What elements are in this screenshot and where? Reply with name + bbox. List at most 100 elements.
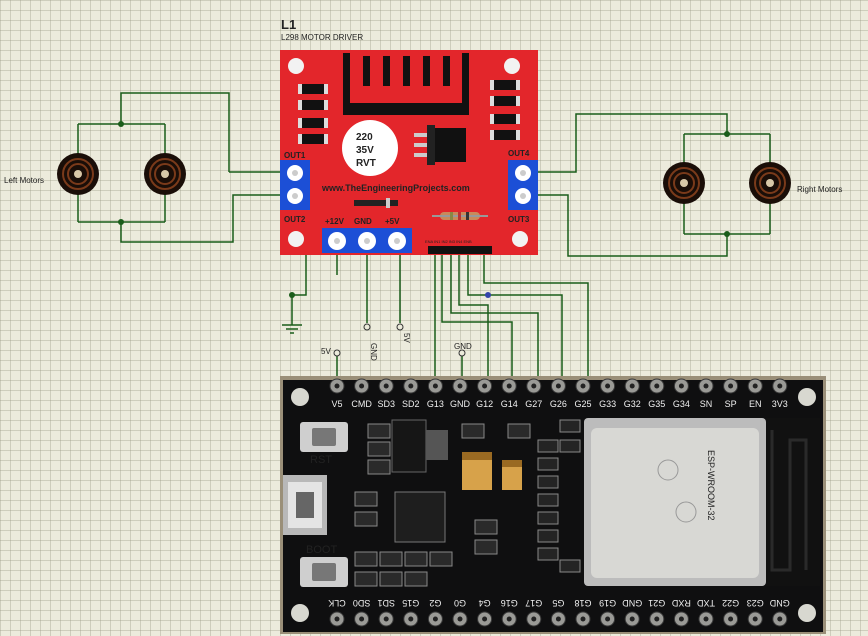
pin-label: G33 [599, 399, 616, 409]
smd-diode [354, 200, 398, 206]
pin-label: G17 [525, 598, 542, 608]
header-pin-hole [506, 383, 512, 389]
header-pin-hole [432, 383, 438, 389]
mount-hole [798, 388, 816, 406]
net-label-esp-5v: 5V [321, 347, 331, 356]
header-pin-hole [629, 616, 635, 622]
header-pin-hole [777, 616, 783, 622]
rst-label: RST [310, 454, 332, 466]
header-pin-hole [605, 383, 611, 389]
pin-label: GND [450, 399, 471, 409]
wire-enb [483, 253, 589, 383]
header-pin-hole [432, 616, 438, 622]
pin-label: RXD [671, 598, 691, 608]
out1-label: OUT1 [284, 151, 306, 160]
cap-line-2: 35V [356, 145, 374, 156]
header-pin-hole [334, 616, 340, 622]
junction-dot [118, 121, 124, 127]
wire-in2 [450, 253, 539, 383]
pin-label: G35 [648, 399, 665, 409]
pin-label: 3V3 [772, 399, 788, 409]
header-pin-hole [752, 616, 758, 622]
pin-label: G26 [550, 399, 567, 409]
out2-label: OUT2 [284, 215, 306, 224]
right-motor-1 [663, 162, 705, 204]
right-diodes [490, 80, 520, 140]
pin-label: GND [769, 598, 790, 608]
net-terminal-gnd [363, 323, 371, 331]
heatsink [343, 53, 469, 115]
cap-line-1: 220 [356, 132, 373, 143]
header-pin-hole [678, 383, 684, 389]
header-pin-hole [383, 616, 389, 622]
pin-label: EN [749, 399, 762, 409]
antenna-area [766, 418, 820, 586]
tantalum-cap [502, 460, 522, 490]
pin-label: G15 [402, 598, 419, 608]
header-pin-hole [629, 383, 635, 389]
wire-in1 [441, 253, 513, 383]
esp-wroom-shield [591, 428, 759, 578]
net-label-5v-vertical: 5V [402, 333, 411, 343]
ldo-tab [426, 430, 448, 460]
pin-label: G19 [599, 598, 616, 608]
header-pin-hole [555, 616, 561, 622]
header-pin-hole [555, 383, 561, 389]
wire-right-out3 [538, 194, 728, 257]
header-pin-hole [408, 616, 414, 622]
pin-label: SD0 [353, 598, 371, 608]
pin-label: G18 [574, 598, 591, 608]
mount-hole [288, 231, 304, 247]
header-pin-hole [482, 383, 488, 389]
junction-dot [118, 219, 124, 225]
driver-name: L298 MOTOR DRIVER [281, 33, 363, 42]
pcb-antenna [770, 430, 808, 572]
right-motor-2 [749, 162, 791, 204]
header-pin-hole [728, 616, 734, 622]
header-pin-hole [703, 383, 709, 389]
header-pin-hole [605, 616, 611, 622]
power-label-12v: +12V [325, 217, 345, 226]
header-pin-hole [580, 616, 586, 622]
module-text: ESP-WROOM-32 [706, 450, 716, 521]
pin-label: G13 [427, 399, 444, 409]
left-motors-label: Left Motors [4, 176, 44, 185]
control-header [428, 246, 492, 254]
pin-label: SD3 [377, 399, 395, 409]
right-motors-label: Right Motors [797, 185, 842, 194]
driver-ref: L1 [281, 17, 296, 32]
rst-button[interactable] [300, 422, 348, 452]
net-terminal-esp-gnd [458, 349, 466, 357]
wire-left-out2 [120, 194, 282, 243]
net-terminal-5v [396, 323, 404, 331]
net-label-gnd-vertical: GND [369, 343, 378, 361]
header-pin-hole [654, 383, 660, 389]
pin-label: G4 [479, 598, 491, 608]
mount-hole [504, 58, 520, 74]
l298-driver-board: 220 35V RVT www.TheEngineeringProjects.c… [280, 50, 538, 255]
header-pin-hole [531, 383, 537, 389]
header-pin-hole [678, 616, 684, 622]
wire-driver-ground [291, 250, 307, 325]
boot-label: BOOT [306, 544, 337, 556]
boot-button[interactable] [300, 557, 348, 587]
header-pin-hole [728, 383, 734, 389]
header-pin-hole [531, 616, 537, 622]
usb-uart-chip [394, 491, 446, 543]
power-label-5v: +5V [385, 217, 400, 226]
mount-hole [291, 388, 309, 406]
header-pin-hole [359, 383, 365, 389]
header-pin-hole [580, 383, 586, 389]
voltage-regulator [414, 125, 466, 165]
mount-hole [288, 58, 304, 74]
esp32-top-header [329, 378, 788, 394]
micro-usb-port[interactable] [283, 475, 327, 535]
cap-line-3: RVT [356, 158, 376, 169]
pin-label: SP [725, 399, 737, 409]
wire-right-top [538, 113, 728, 173]
pin-label: G23 [747, 598, 764, 608]
header-pin-hole [383, 383, 389, 389]
